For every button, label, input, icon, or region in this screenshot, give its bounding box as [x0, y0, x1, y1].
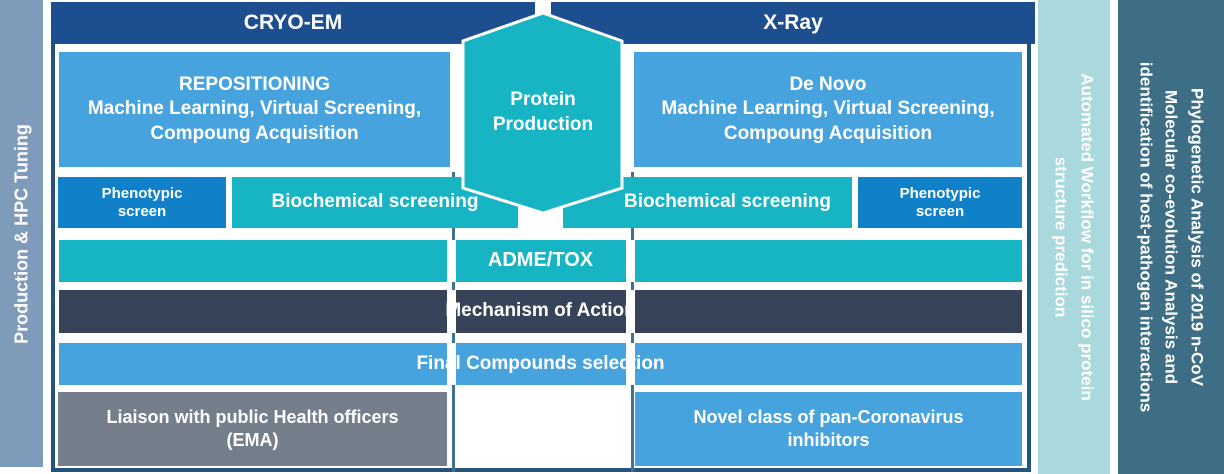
production-hpc-label: Production & HPC Tuning [11, 123, 31, 344]
main-panel: CRYO-EM X-Ray REPOSITIONING Machine Lear… [51, 2, 1035, 472]
final-compounds-selection-bar: Final Compounds selection [59, 343, 1022, 385]
production-hpc-sidebar: Production & HPC Tuning [0, 0, 43, 467]
cryo-em-header: CRYO-EM [51, 2, 535, 44]
hexagon-polygon [461, 11, 624, 215]
column-gap [447, 343, 456, 385]
phylogenetic-analysis-label: Phylogenetic Analysis of 2019 n-CoV Mole… [1136, 61, 1207, 413]
column-gap [626, 343, 635, 385]
de-novo-box: De Novo Machine Learning, Virtual Screen… [634, 52, 1022, 167]
phenotypic-screen-left-box: Phenotypic screen [58, 177, 226, 228]
hexagon-shape [461, 11, 624, 215]
phenotypic-screen-right-box: Phenotypic screen [858, 177, 1022, 228]
column-gap [626, 290, 635, 333]
column-gap [447, 290, 456, 333]
column-gap [626, 240, 635, 282]
protein-production-label: Protein Production [492, 89, 594, 135]
pan-coronavirus-inhibitors-box: Novel class of pan-Coronavirus inhibitor… [635, 392, 1022, 466]
repositioning-box: REPOSITIONING Machine Learning, Virtual … [59, 52, 450, 167]
column-gap [447, 240, 456, 282]
automated-workflow-label: Automated Workflow for in silico protein… [1052, 73, 1097, 401]
liaison-ema-box: Liaison with public Health officers (EMA… [58, 392, 447, 466]
mechanism-of-action-bar: Mechanism of Action [59, 290, 1022, 333]
automated-workflow-sidebar: Automated Workflow for in silico protein… [1038, 0, 1110, 474]
protein-production-hexagon: Protein Production [459, 9, 627, 217]
phylogenetic-analysis-sidebar: Phylogenetic Analysis of 2019 n-CoV Mole… [1118, 0, 1224, 474]
adme-tox-bar: ADME/TOX [59, 240, 1022, 282]
x-ray-header: X-Ray [551, 2, 1035, 44]
